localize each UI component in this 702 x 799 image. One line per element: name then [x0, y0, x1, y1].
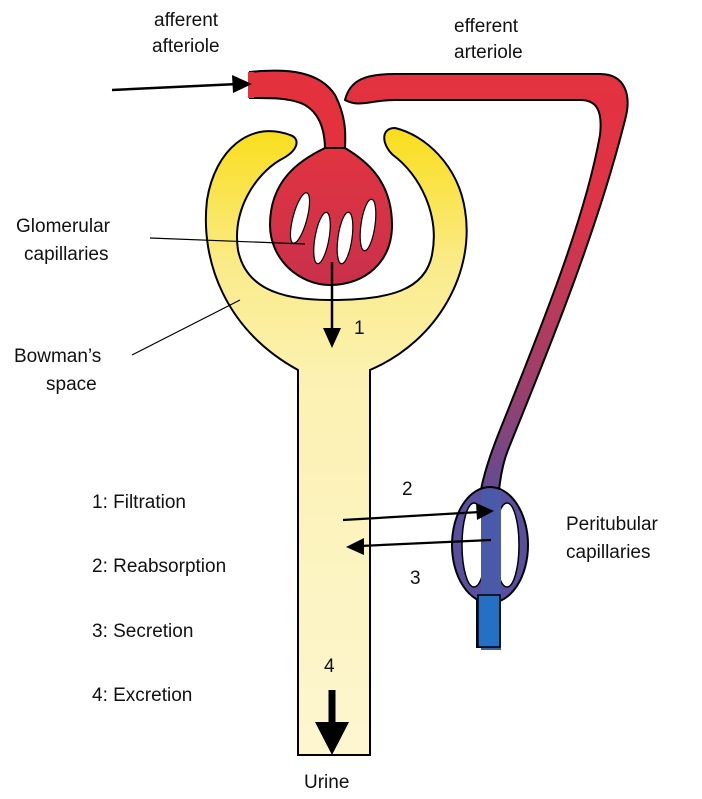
efferent-label-2: arteriole — [454, 42, 523, 63]
afferent-label-1: afferent — [154, 10, 219, 31]
step-marker-4: 4 — [324, 656, 335, 677]
glomerular-label-1: Glomerular — [16, 216, 111, 237]
step-marker-1: 1 — [354, 318, 365, 339]
efferent-label-1: efferent — [454, 16, 519, 37]
legend-item-secretion: 3: Secretion — [92, 621, 193, 642]
peritubular-label-2: capillaries — [566, 542, 650, 563]
bowman-label-1: Bowman’s — [14, 346, 101, 367]
afferent-label-2: afteriole — [152, 36, 220, 57]
peritubular-outflow — [478, 595, 500, 647]
glomerular-label-2: capillaries — [24, 244, 108, 265]
legend-item-filtration: 1: Filtration — [92, 492, 186, 513]
peritubular-label-1: Peritubular — [566, 514, 659, 535]
urine-label: Urine — [304, 772, 349, 793]
bowman-leader — [132, 300, 240, 355]
step-marker-2: 2 — [402, 479, 413, 500]
bowman-label-2: space — [46, 374, 97, 395]
afferent-inflow-arrow — [112, 84, 238, 90]
legend-item-reabsorption: 2: Reabsorption — [92, 556, 226, 577]
step-marker-3: 3 — [410, 568, 421, 589]
legend-item-excretion: 4: Excretion — [92, 685, 192, 706]
